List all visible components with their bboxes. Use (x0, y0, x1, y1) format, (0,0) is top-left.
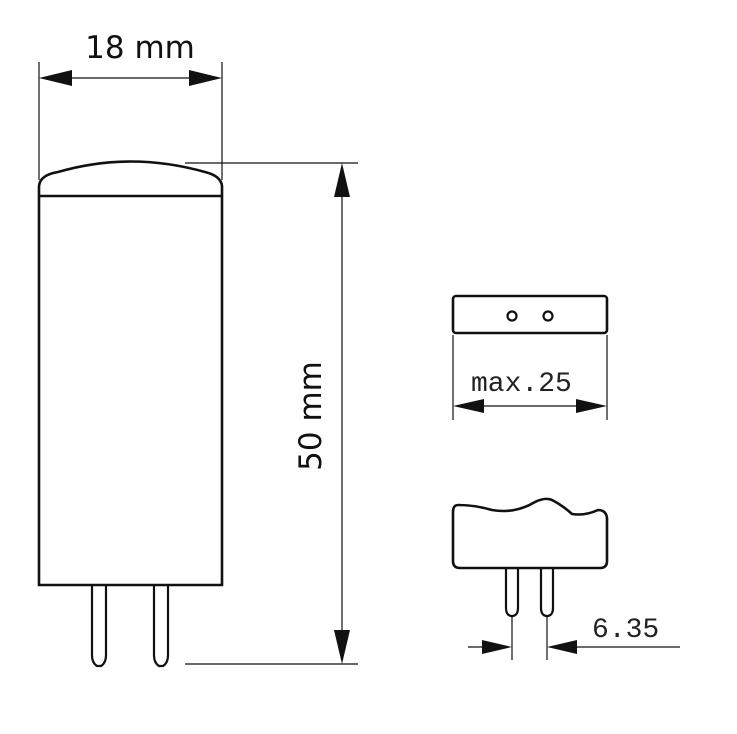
width-arrow-right (189, 70, 222, 86)
height-label: 50 mm (293, 361, 329, 471)
lamp-pin-left (90, 585, 108, 668)
lamp-dome (37, 160, 224, 196)
base-side-outline (451, 497, 609, 570)
base-pin-left (504, 568, 520, 618)
lamp-body (37, 196, 224, 587)
pin-hole-left (506, 310, 518, 322)
base-side-view (451, 497, 609, 618)
height-arrow-top (334, 163, 350, 197)
width-label: 18 mm (85, 30, 195, 66)
height-arrow-bottom (334, 630, 350, 664)
top-view-label: max.25 (471, 369, 572, 400)
base-top-view (451, 294, 609, 335)
base-pin-right (539, 568, 555, 618)
lamp-pin-right (152, 585, 170, 668)
pin-spacing-dimension: 6.35 (468, 615, 680, 660)
top-view-arrow-right (576, 399, 607, 413)
top-view-arrow-left (453, 399, 484, 413)
top-view-dimension: max.25 (452, 335, 608, 420)
base-top-outline (451, 294, 609, 335)
height-dimension: 50 mm (185, 162, 358, 665)
pin-spacing-arrow-right (547, 640, 577, 654)
pin-spacing-arrow-left (482, 640, 512, 654)
width-dimension: 18 mm (38, 30, 223, 180)
pin-spacing-label: 6.35 (592, 615, 659, 646)
pin-hole-right (542, 310, 554, 322)
width-arrow-left (39, 70, 72, 86)
lamp-side-view (37, 160, 224, 668)
